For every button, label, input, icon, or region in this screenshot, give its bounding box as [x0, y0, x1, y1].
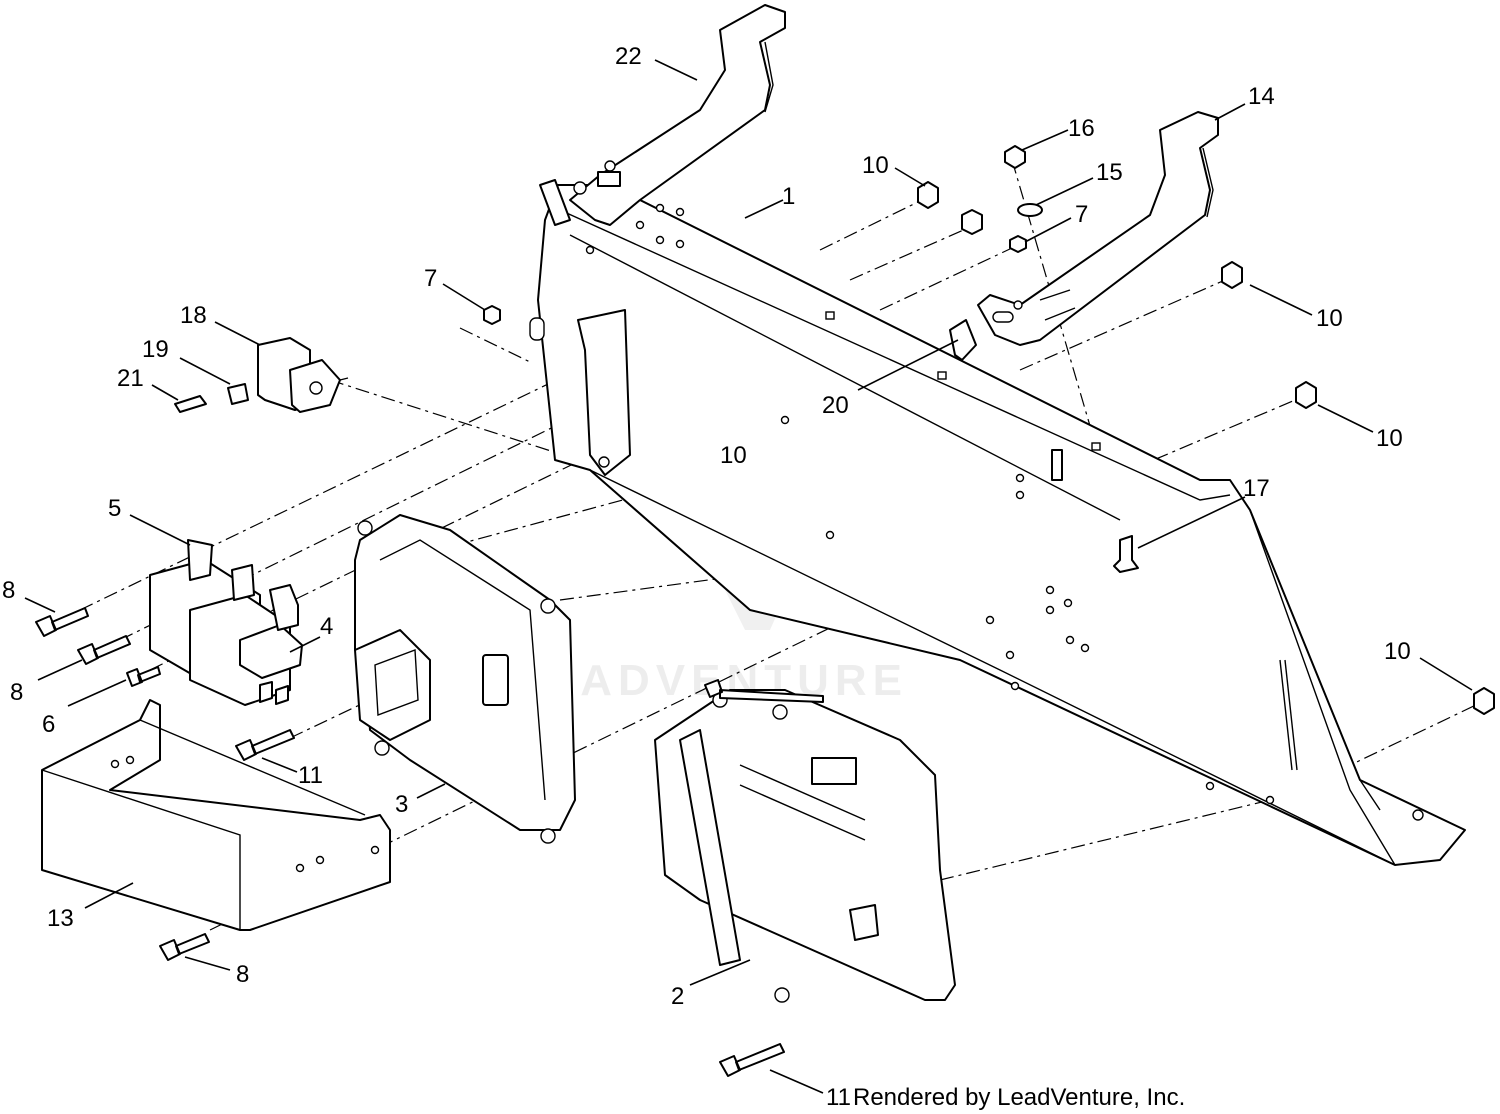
- callout-19: 19: [142, 336, 169, 363]
- callout-8-bottom: 8: [236, 961, 249, 988]
- callout-11-bottom: 11: [826, 1084, 851, 1111]
- callout-22: 22: [615, 43, 642, 70]
- bolt-11-a: [235, 729, 295, 761]
- nut-7-right: [1009, 235, 1027, 253]
- leader-lines: [24, 59, 1473, 1094]
- switch-assembly: [174, 337, 349, 413]
- mounting-panel: [529, 184, 1466, 866]
- callout-3: 3: [395, 791, 408, 818]
- relay-assembly: [149, 539, 303, 706]
- hardware-top: [483, 145, 1495, 715]
- bolt-8-c: [159, 933, 210, 961]
- bolts: [35, 607, 824, 1077]
- callout-17: 17: [1243, 475, 1270, 502]
- stud-top: [704, 679, 824, 703]
- callout-4: 4: [320, 613, 333, 640]
- washer-15: [1017, 203, 1043, 217]
- callout-10-top: 10: [862, 152, 889, 179]
- callout-7-right: 7: [1075, 201, 1088, 228]
- callout-11-mid: 11: [298, 762, 323, 789]
- nut-10-mid: [961, 209, 983, 235]
- nut-10-far: [1473, 687, 1495, 715]
- watermark-text: LEADVENTURE: [512, 656, 908, 705]
- bolt-8-a: [35, 607, 89, 637]
- screw-6: [126, 666, 161, 687]
- callout-6: 6: [42, 711, 55, 738]
- controller-2: [654, 689, 956, 1003]
- callout-8-mid: 8: [10, 679, 23, 706]
- render-credit: Rendered by LeadVenture, Inc.: [853, 1084, 1185, 1111]
- callout-8-top: 8: [2, 577, 15, 604]
- bolt-11-b: [719, 1043, 785, 1077]
- callout-2: 2: [671, 983, 684, 1010]
- bracket-13: [41, 699, 391, 931]
- bolt-8-b: [77, 635, 131, 665]
- bracket-14: [977, 111, 1219, 346]
- callout-5: 5: [108, 495, 121, 522]
- callout-18: 18: [180, 302, 207, 329]
- callout-10-right: 10: [1316, 305, 1343, 332]
- callouts: 22 14 16 10 15 1 7 7 18 19 21 10 20 10 1…: [2, 43, 1411, 1111]
- nut-16: [1004, 145, 1026, 169]
- bracket-22: [539, 4, 786, 226]
- callout-1: 1: [782, 183, 795, 210]
- nut-10-lower: [1295, 381, 1317, 409]
- callout-16: 16: [1068, 115, 1095, 142]
- clip-20: [949, 319, 977, 361]
- callout-14: 14: [1248, 83, 1275, 110]
- callout-20: 20: [822, 392, 849, 419]
- callout-15: 15: [1096, 159, 1123, 186]
- callout-10-lower: 10: [1376, 425, 1403, 452]
- nut-10-right: [1221, 261, 1243, 289]
- pin-17: [1113, 535, 1139, 573]
- callout-10-center: 10: [720, 442, 747, 469]
- callout-7-left: 7: [424, 265, 437, 292]
- callout-13: 13: [47, 905, 74, 932]
- controller-3: [354, 514, 576, 844]
- callout-21: 21: [117, 365, 144, 392]
- nut-7-left: [483, 305, 501, 325]
- nut-10-top: [917, 181, 939, 209]
- callout-10-far: 10: [1384, 638, 1411, 665]
